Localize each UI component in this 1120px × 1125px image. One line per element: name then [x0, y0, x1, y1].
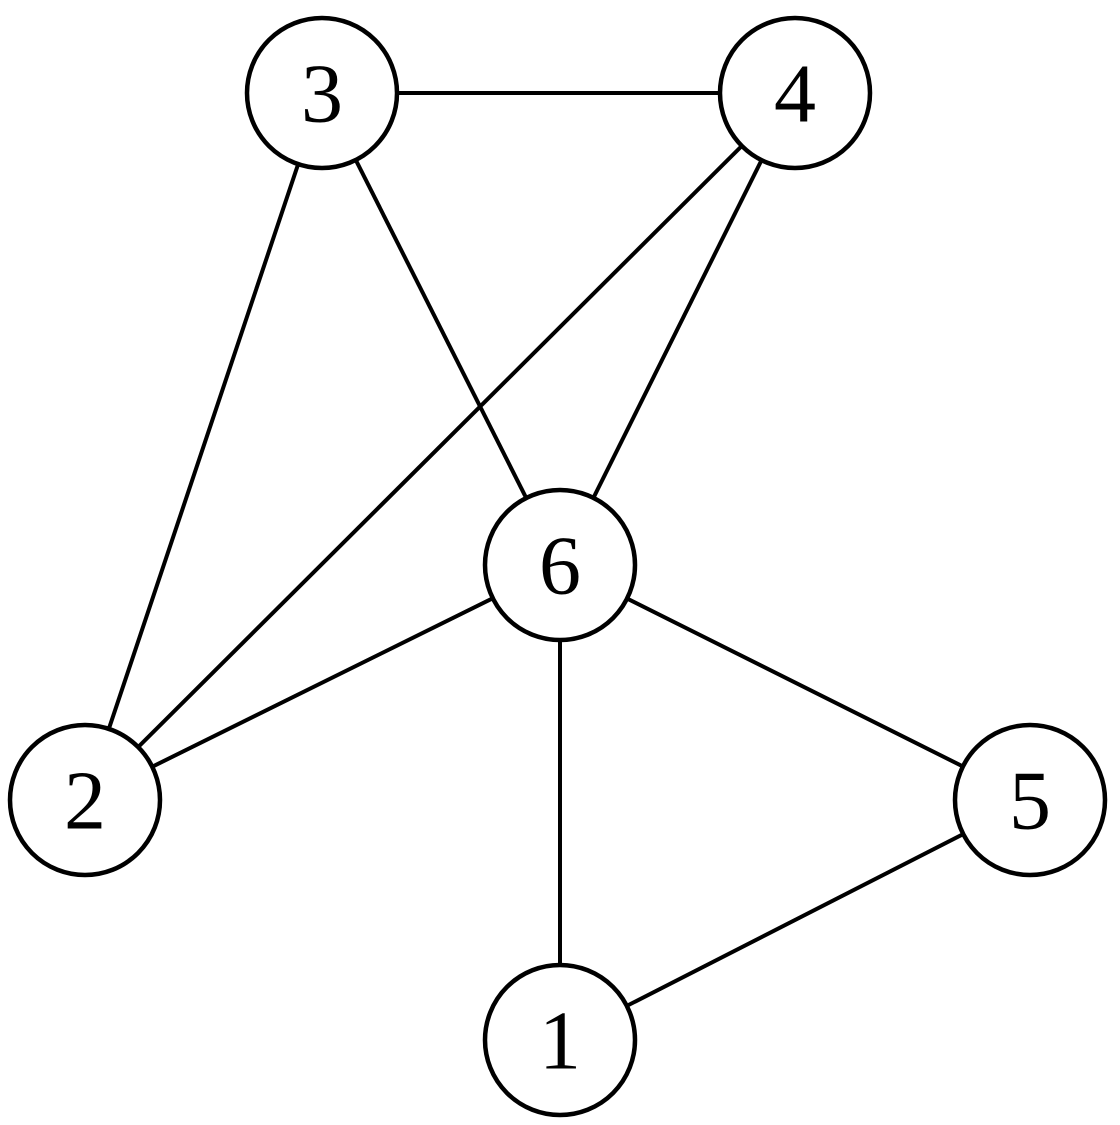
edge-6-5	[559, 563, 1031, 802]
node-5-circle	[952, 722, 1108, 878]
edge-3-2	[83, 92, 324, 801]
node-3-circle	[244, 15, 400, 171]
node-4-circle	[717, 15, 873, 171]
node-3-label: 3	[301, 48, 343, 141]
edge-1-5	[559, 798, 1031, 1042]
edge-4-6	[558, 92, 797, 566]
node-6-label: 6	[539, 520, 581, 613]
node-2: 2	[7, 722, 163, 878]
edge-6-2	[84, 563, 561, 802]
node-4-label: 4	[774, 48, 816, 141]
node-1: 1	[482, 962, 638, 1118]
edges-layer	[83, 91, 1031, 1042]
edge-3-6	[320, 92, 562, 566]
node-1-label: 1	[539, 995, 581, 1088]
node-5-label: 5	[1009, 755, 1051, 848]
node-5: 5	[952, 722, 1108, 878]
node-3: 3	[244, 15, 400, 171]
node-6: 6	[482, 487, 638, 643]
node-1-circle	[482, 962, 638, 1118]
edge-4-2	[83, 91, 797, 802]
nodes-layer: 1 2 3 4 5 6	[7, 15, 1108, 1118]
node-6-circle	[482, 487, 638, 643]
node-2-circle	[7, 722, 163, 878]
node-2-label: 2	[64, 755, 106, 848]
node-4: 4	[717, 15, 873, 171]
